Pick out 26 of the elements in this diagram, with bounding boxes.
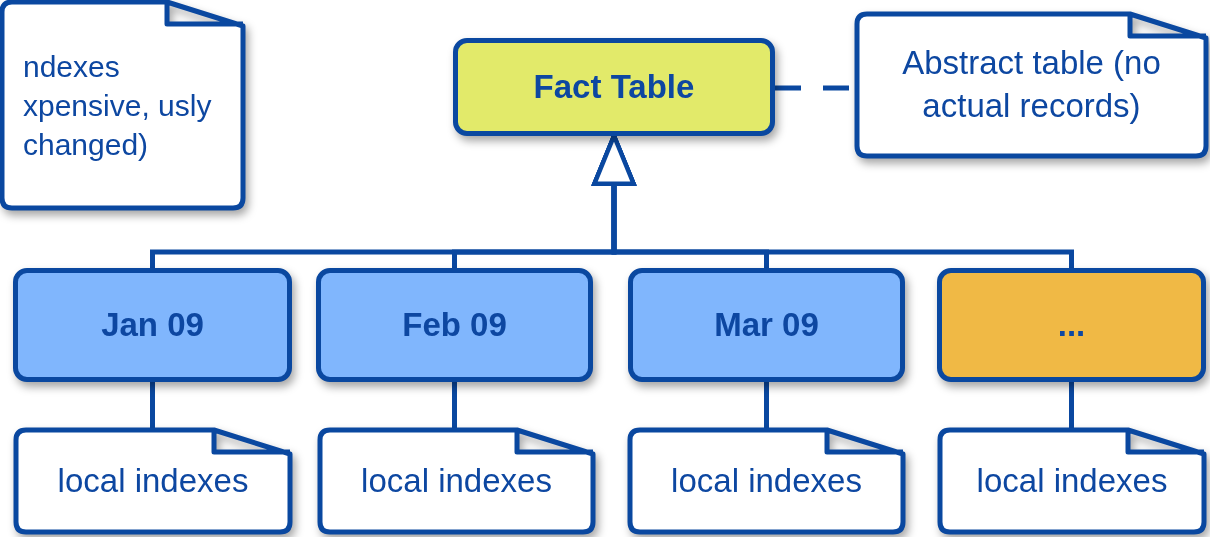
note-box [855,12,1208,158]
note-box [318,428,595,534]
connector-line [452,382,457,428]
note-text: local indexes [361,460,552,501]
connector-line [150,382,155,428]
table-name: ... [1057,304,1086,345]
table-name: Fact Table [533,66,695,107]
table-box [937,268,1206,382]
note-text: ndexes xpensive, usly changed) [23,48,213,163]
table-name: Feb 09 [402,304,507,345]
table-box [453,38,775,136]
table-name: Jan 09 [101,304,204,345]
note-box [628,428,905,534]
table-box [13,268,292,382]
note-text: local indexes [57,460,249,501]
note-text: local indexes [671,460,862,501]
table-box [316,268,593,382]
note-text: local indexes [976,460,1168,501]
note-text: Abstract table (no actual records) [901,43,1162,126]
connector-line [1069,382,1074,428]
note-box [0,0,245,210]
note-box [938,428,1206,534]
table-name: Mar 09 [714,304,819,345]
connector-line [764,382,769,428]
table-box [628,268,905,382]
note-box [14,428,292,534]
